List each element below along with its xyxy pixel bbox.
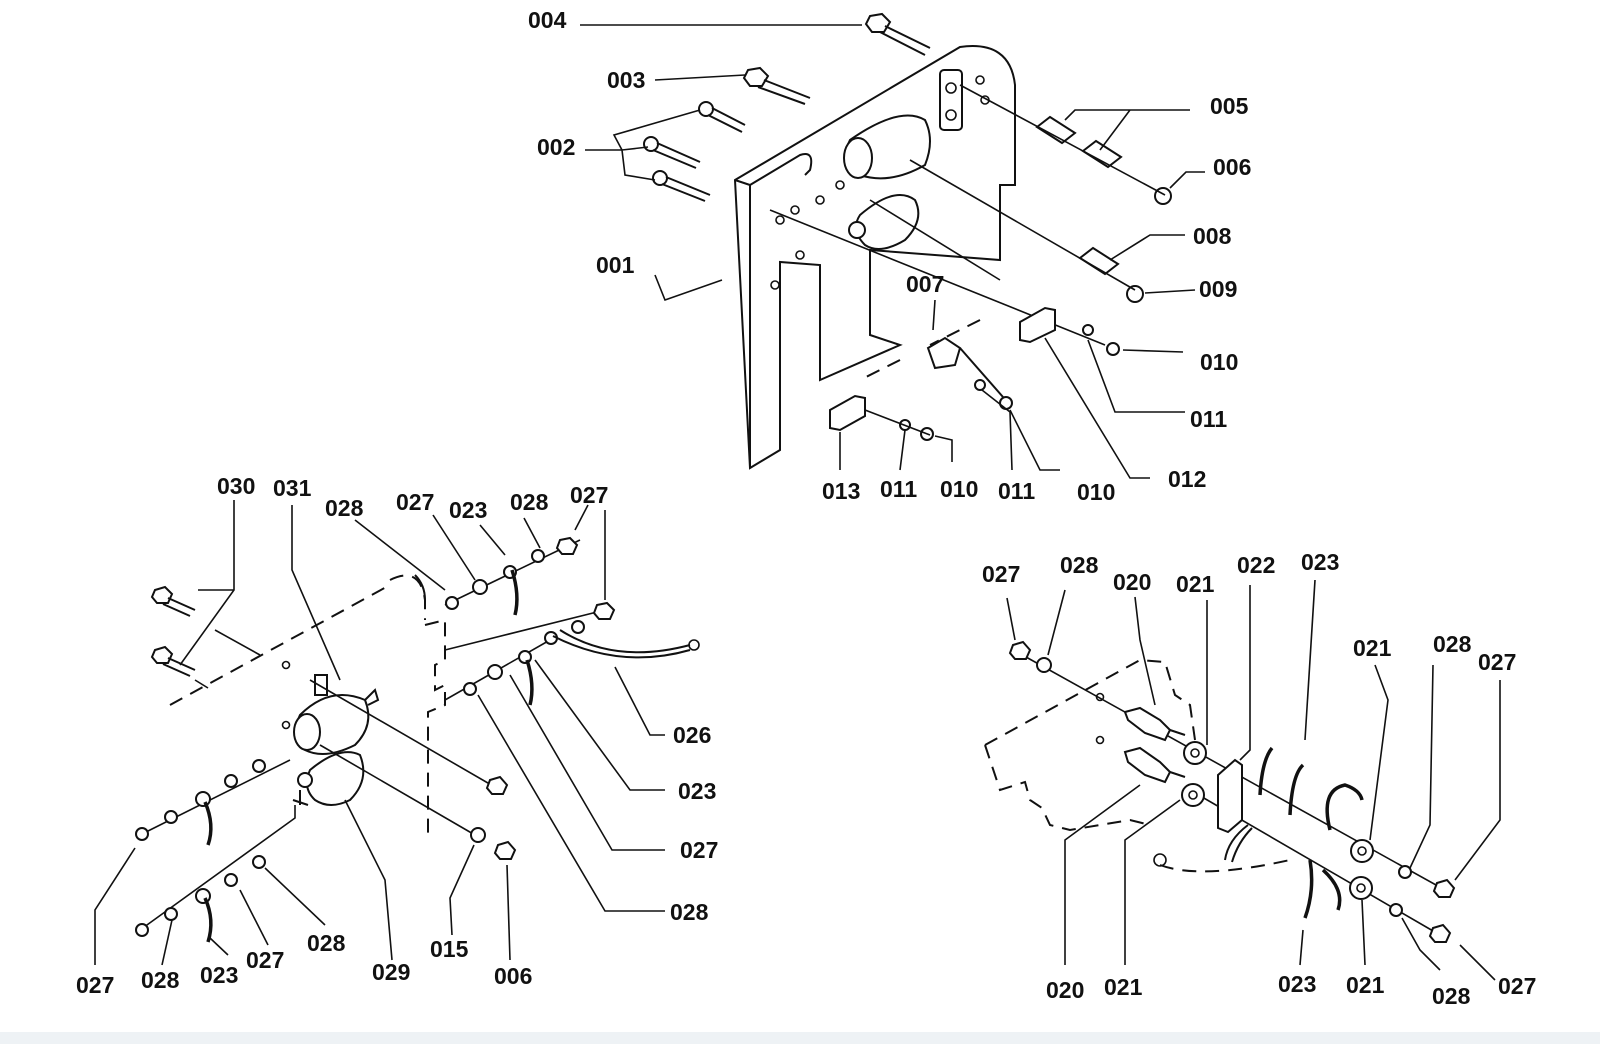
label-006: 006	[1213, 154, 1251, 180]
nut-027-right	[1008, 640, 1032, 660]
label-023-r2: 023	[1278, 971, 1316, 997]
label-003: 003	[607, 67, 645, 93]
label-010-c: 010	[1077, 479, 1115, 505]
capacitor-031	[293, 674, 380, 755]
plate-holes	[770, 75, 990, 290]
label-023-c: 023	[200, 962, 238, 988]
mounting-plate	[733, 45, 1016, 470]
spacer-005	[1035, 115, 1123, 276]
nut-027-right-lower	[1428, 923, 1452, 943]
left-assembly: 030 031 028 027 023 028 027 026 023 027 …	[76, 473, 718, 998]
label-026: 026	[673, 722, 711, 748]
label-023-r1: 023	[1301, 549, 1339, 575]
label-023-a: 023	[449, 497, 487, 523]
label-008: 008	[1193, 223, 1232, 249]
label-022: 022	[1237, 552, 1275, 578]
capacitor-029	[292, 751, 365, 806]
washer-021c	[1350, 839, 1374, 863]
screw-030a	[150, 585, 196, 617]
label-020-r1: 020	[1113, 569, 1151, 595]
nut-left-a	[485, 775, 509, 795]
link-022	[1217, 758, 1243, 834]
label-009: 009	[1199, 276, 1237, 302]
label-015: 015	[430, 936, 469, 962]
label-027-b: 027	[570, 482, 608, 508]
capacitor-upper	[843, 69, 963, 180]
screw-002b	[643, 136, 701, 169]
washer-row-lower-a	[135, 759, 266, 846]
label-020-r2: 020	[1046, 977, 1084, 1003]
label-011-b: 011	[880, 476, 917, 502]
label-030: 030	[217, 473, 255, 499]
nut-027-right-upper	[1432, 878, 1456, 898]
label-010-a: 010	[1200, 349, 1238, 375]
washer-row-middle	[463, 601, 700, 706]
label-021-r2: 021	[1353, 635, 1392, 661]
screw-002c	[652, 170, 711, 202]
nut-006-left	[493, 840, 517, 860]
washer-015	[470, 827, 486, 843]
bottom-band	[0, 1032, 1600, 1044]
label-021-r1: 021	[1176, 571, 1215, 597]
label-029: 029	[372, 959, 410, 985]
washer-row-lower-b	[135, 855, 266, 943]
bracket-012	[1019, 306, 1056, 344]
label-027-r2: 027	[1478, 649, 1516, 675]
label-021-r3: 021	[1104, 974, 1143, 1000]
capacitor-lower	[848, 194, 920, 250]
screw-030b	[150, 645, 196, 677]
bushing-020b	[1123, 746, 1186, 784]
bushing-020a	[1123, 706, 1186, 742]
label-013: 013	[822, 478, 860, 504]
label-021-r4: 021	[1346, 972, 1385, 998]
label-028-r1: 028	[1060, 552, 1099, 578]
label-004: 004	[528, 7, 567, 33]
label-028-b: 028	[510, 489, 549, 515]
bracket-013	[829, 394, 866, 432]
label-028-r3: 028	[1432, 983, 1471, 1009]
label-031: 031	[273, 475, 312, 501]
label-027-r3: 027	[1498, 973, 1536, 999]
washer-021a	[1183, 741, 1207, 765]
label-028-a: 028	[325, 495, 364, 521]
label-005: 005	[1210, 93, 1249, 119]
screw-003	[742, 66, 811, 105]
label-011-c: 011	[998, 478, 1035, 504]
top-assembly: 004 003 002 001 005 006 008 009 007 010 …	[528, 7, 1251, 505]
label-011-a: 011	[1190, 406, 1227, 432]
screw-004	[864, 12, 931, 56]
label-028-e: 028	[307, 930, 346, 956]
label-002: 002	[537, 134, 575, 160]
right-assembly: 027 028 020 021 022 023 021 028 027 020 …	[982, 549, 1536, 1009]
label-028-d: 028	[141, 967, 180, 993]
label-027-a: 027	[396, 489, 434, 515]
label-012: 012	[1168, 466, 1206, 492]
label-028-r2: 028	[1433, 631, 1472, 657]
label-027-c: 027	[680, 837, 718, 863]
screw-002a	[698, 101, 746, 133]
thermostat-007	[926, 336, 1011, 406]
label-028-c: 028	[670, 899, 709, 925]
label-027-d: 027	[76, 972, 114, 998]
label-027-e: 027	[246, 947, 284, 973]
washer-row-upper	[445, 536, 579, 616]
label-007: 007	[906, 271, 944, 297]
washer-021b	[1181, 783, 1205, 807]
washer-021d	[1349, 876, 1373, 900]
label-023-b: 023	[678, 778, 716, 804]
washer-028-right	[1036, 657, 1052, 673]
label-006-left: 006	[494, 963, 532, 989]
label-027-r1: 027	[982, 561, 1020, 587]
label-010-b: 010	[940, 476, 978, 502]
label-001: 001	[596, 252, 635, 278]
nut-009	[1126, 285, 1144, 303]
